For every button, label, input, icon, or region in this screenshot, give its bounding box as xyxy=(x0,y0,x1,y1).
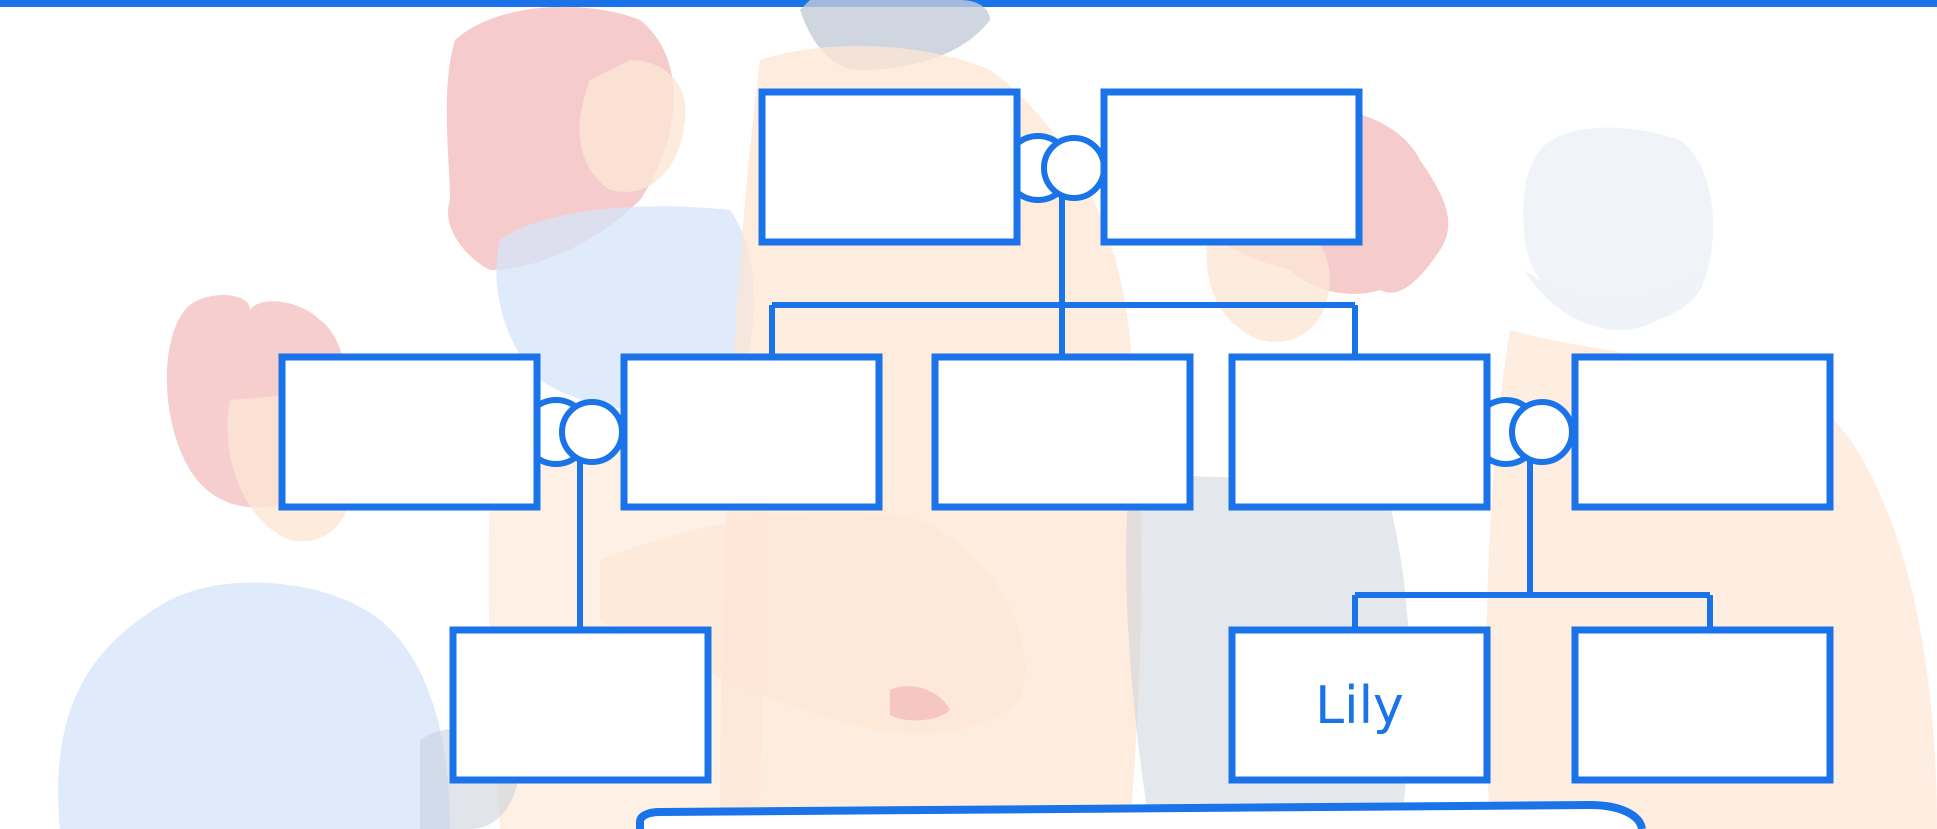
grandfather-head xyxy=(1523,127,1714,324)
grandfather-beard xyxy=(1525,270,1700,330)
person-box-frame xyxy=(449,626,712,784)
ring-icon xyxy=(559,399,625,465)
marriage-rings-icon xyxy=(1003,133,1107,203)
person-box-frame xyxy=(758,88,1021,246)
person-box[interactable] xyxy=(1571,626,1834,784)
person-box-frame xyxy=(278,353,541,511)
tree-connector-lines xyxy=(577,170,1713,630)
person-box-frame xyxy=(620,353,883,511)
person-name: Lily xyxy=(1315,676,1404,736)
person-box[interactable] xyxy=(1228,353,1491,511)
person-box[interactable] xyxy=(620,353,883,511)
person-box[interactable] xyxy=(1571,353,1834,511)
person-box-frame xyxy=(1571,626,1834,784)
person-box[interactable] xyxy=(758,88,1021,246)
person-box[interactable] xyxy=(931,353,1194,511)
left-woman-shirt xyxy=(58,582,450,829)
person-box[interactable]: Lily xyxy=(1228,626,1491,784)
ring-icon xyxy=(1509,399,1575,465)
person-box-frame xyxy=(1228,353,1491,511)
crossing-arms xyxy=(600,512,1026,734)
person-box[interactable] xyxy=(1100,88,1363,246)
person-box-frame xyxy=(1571,353,1834,511)
standing-woman-face xyxy=(579,60,686,192)
person-box-frame xyxy=(931,353,1194,511)
person-box[interactable] xyxy=(449,626,712,784)
name-boxes: Lily xyxy=(278,88,1834,784)
right-woman-face xyxy=(1206,220,1330,342)
bottom-panel-edge xyxy=(636,800,1646,829)
person-box[interactable] xyxy=(278,353,541,511)
person-box-frame xyxy=(1228,626,1491,784)
ring-icon xyxy=(1041,135,1107,201)
person-box-frame xyxy=(1100,88,1363,246)
small-shoe xyxy=(890,686,950,721)
